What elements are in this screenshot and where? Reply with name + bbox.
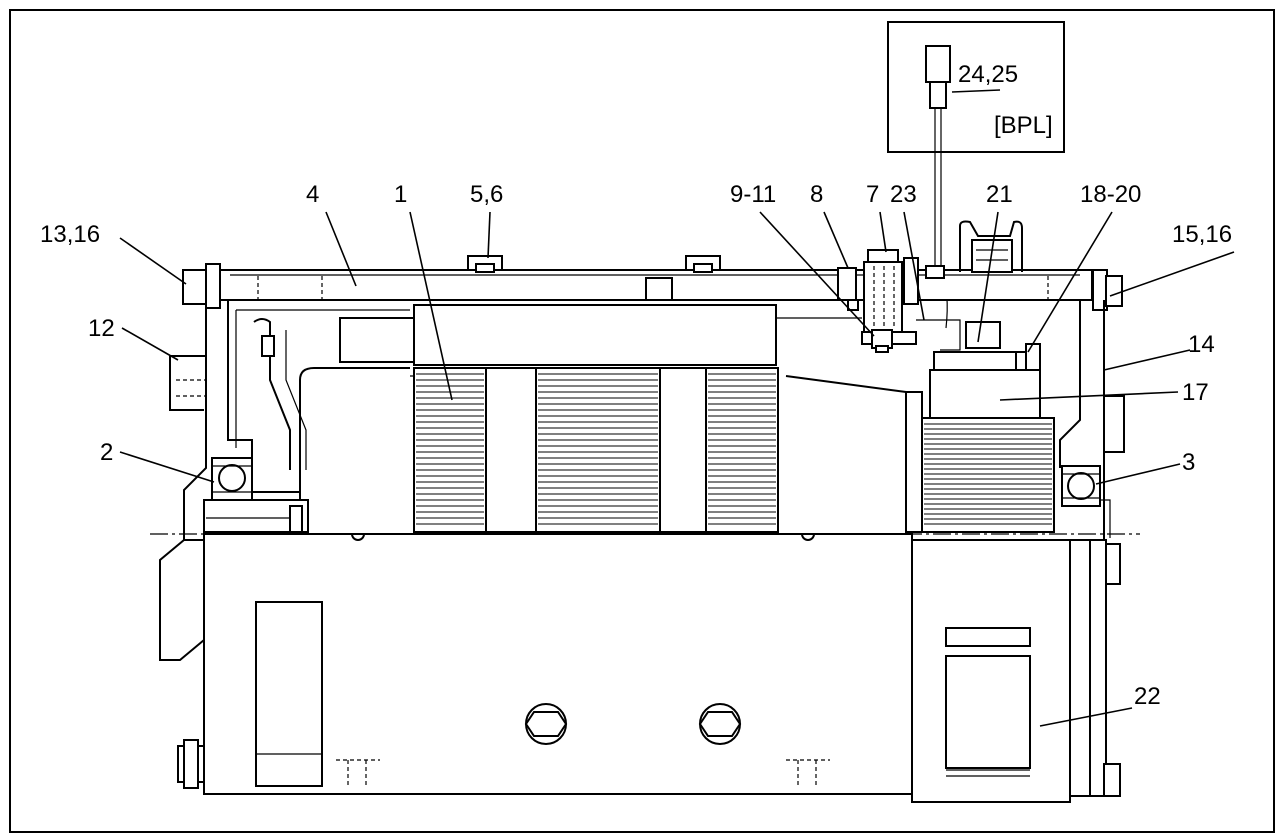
lamination-stack-1 (413, 367, 487, 533)
callout-3: 3 (1182, 449, 1195, 476)
bearing-left (211, 457, 253, 501)
left-flange-lower (159, 539, 205, 789)
callout-4: 4 (306, 181, 319, 208)
rectifier-block (929, 369, 1041, 419)
callout-23: 23 (890, 181, 917, 208)
callout-8: 8 (810, 181, 823, 208)
callout-13-16: 13,16 (40, 221, 100, 248)
bearing-right (1061, 465, 1101, 507)
callout-15-16: 15,16 (1172, 221, 1232, 248)
callout-5-6: 5,6 (470, 181, 503, 208)
sensor-connector (925, 45, 951, 152)
top-bolt-left (467, 255, 503, 273)
callout-17: 17 (1182, 379, 1209, 406)
left-end-shield (169, 300, 410, 541)
lamination-stack-3 (705, 367, 779, 533)
housing-top-bar (203, 269, 1093, 301)
fastener-9-11 (871, 329, 893, 353)
callout-2: 2 (100, 439, 113, 466)
lower-housing (203, 533, 913, 795)
terminal-clip (925, 220, 1023, 279)
callout-24-25: 24,25 (958, 61, 1018, 88)
inset-tag-bpl: [BPL] (994, 112, 1053, 139)
right-end-shield (1059, 300, 1125, 540)
outer-frame (9, 9, 1275, 833)
callout-21: 21 (986, 181, 1013, 208)
hex-plug-right (698, 703, 742, 745)
callout-14: 14 (1188, 331, 1215, 358)
left-shaft-section (203, 499, 309, 533)
inset-box-bpl (887, 21, 1065, 153)
hex-plug-left (524, 703, 568, 745)
callout-18-20: 18-20 (1080, 181, 1141, 208)
callout-9-11: 9-11 (730, 181, 776, 208)
callout-12: 12 (88, 315, 115, 342)
stator-body (339, 304, 862, 377)
lamination-stack-2 (535, 367, 661, 533)
sensor-cable (934, 152, 948, 329)
leader-lines (119, 89, 1235, 727)
top-bolt-right (685, 255, 721, 273)
stator-gap-1 (485, 367, 537, 533)
callout-7: 7 (866, 181, 879, 208)
end-bolt-right-top (1092, 269, 1123, 311)
callout-22: 22 (1134, 683, 1161, 710)
slip-ring-stack (905, 391, 1055, 533)
stator-gap-2 (659, 367, 707, 533)
end-cover (911, 539, 1121, 803)
end-bolt-left-top (182, 263, 221, 309)
callout-1: 1 (394, 181, 407, 208)
